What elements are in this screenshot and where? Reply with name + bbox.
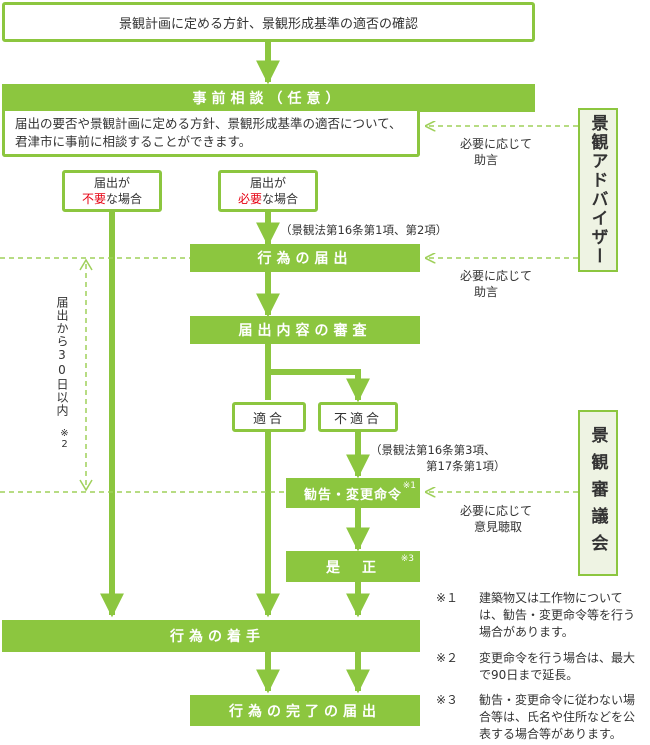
advice-3-line2: 意見聴取 bbox=[474, 520, 523, 534]
note-2-text: 変更命令を行う場合は、最大で90日まで延長。 bbox=[479, 651, 636, 682]
conform-label: 適合 bbox=[252, 411, 285, 427]
branch-not-required: 届出が 不要な場合 bbox=[62, 170, 162, 212]
law-notify-ref: （景観法第16条第1項、第2項） bbox=[280, 223, 448, 237]
advice-2-line2: 助言 bbox=[474, 285, 499, 299]
note-1: ※１ 建築物又は工作物については、勧告・変更命令等を行う場合があります。 bbox=[436, 590, 646, 641]
note-3-num: ※３ bbox=[436, 693, 459, 707]
advice-3: 必要に応じて 意見聴取 bbox=[460, 503, 532, 535]
branch-not-required-line2: 不要な場合 bbox=[82, 191, 142, 207]
adviser-box: 景観アドバイザー bbox=[578, 108, 618, 272]
correct-bar: 是 正 ※3 bbox=[286, 551, 420, 582]
notify-bar: 行為の届出 bbox=[190, 244, 420, 272]
note-3: ※３ 勧告・変更命令に従わない場合等は、氏名や住所などを公表する場合等があります… bbox=[436, 692, 646, 743]
start-label: 行為の着手 bbox=[170, 629, 265, 645]
consult-title: 事前相談（任意） bbox=[192, 91, 345, 107]
review-bar: 届出内容の審査 bbox=[190, 316, 420, 344]
conform-box: 適合 bbox=[232, 402, 306, 432]
council-label: 景観審議会 bbox=[587, 425, 608, 561]
branch-required-line2: 必要な場合 bbox=[238, 191, 298, 207]
nonconform-box: 不適合 bbox=[318, 402, 398, 432]
start-bar: 行為の着手 bbox=[2, 620, 420, 652]
branch-review bbox=[265, 344, 370, 403]
law-order-ref-1: （景観法第16条第3項、 bbox=[370, 443, 496, 457]
branch-required: 届出が 必要な場合 bbox=[218, 170, 318, 212]
consult-body: 届出の要否や景観計画に定める方針、景観形成基準の適否について、君津市に事前に相談… bbox=[15, 115, 402, 149]
deadline-arrow-bottom bbox=[79, 479, 93, 492]
advice-1-line1: 必要に応じて bbox=[460, 137, 533, 151]
correct-mark: ※3 bbox=[400, 554, 414, 564]
order-bar: 勧告・変更命令 ※1 bbox=[286, 478, 420, 508]
branch-not-required-rest: な場合 bbox=[106, 192, 143, 206]
note-2: ※２ 変更命令を行う場合は、最大で90日まで延長。 bbox=[436, 650, 646, 684]
branch-required-line1: 届出が bbox=[249, 176, 286, 190]
branch-required-emph: 必要 bbox=[237, 192, 262, 206]
consult-title-bar: 事前相談（任意） bbox=[2, 84, 535, 112]
complete-label: 行為の完了の届出 bbox=[229, 703, 381, 720]
deadline-arrow-top bbox=[79, 258, 93, 271]
adviser-label: 景観アドバイザー bbox=[587, 114, 608, 266]
advice-3-line1: 必要に応じて bbox=[460, 504, 533, 518]
consult-body-box: 届出の要否や景観計画に定める方針、景観形成基準の適否について、君津市に事前に相談… bbox=[2, 111, 420, 157]
advice-1-line2: 助言 bbox=[474, 153, 499, 167]
note-2-num: ※２ bbox=[436, 651, 459, 665]
council-box: 景観審議会 bbox=[578, 410, 618, 576]
correct-label: 是 正 bbox=[326, 559, 380, 576]
branch-not-required-line1: 届出が bbox=[93, 176, 130, 190]
note-3-text: 勧告・変更命令に従わない場合等は、氏名や住所などを公表する場合等があります。 bbox=[479, 693, 636, 741]
deadline-mark: ※2 bbox=[59, 428, 70, 450]
notify-label: 行為の届出 bbox=[257, 251, 353, 267]
branch-not-required-emph: 不要 bbox=[81, 192, 106, 206]
advice-1: 必要に応じて 助言 bbox=[460, 136, 532, 168]
order-label: 勧告・変更命令 bbox=[303, 487, 402, 503]
law-order-ref-2: 第17条第1項） bbox=[426, 459, 506, 473]
deadline-text: 届出から30日以内 bbox=[55, 296, 69, 417]
branch-required-rest: な場合 bbox=[262, 192, 299, 206]
confirm-box: 景観計画に定める方針、景観形成基準の適否の確認 bbox=[2, 2, 535, 42]
advice-2: 必要に応じて 助言 bbox=[460, 268, 532, 300]
advice-2-line1: 必要に応じて bbox=[460, 269, 533, 283]
note-1-text: 建築物又は工作物については、勧告・変更命令等を行う場合があります。 bbox=[479, 591, 636, 639]
review-label: 届出内容の審査 bbox=[238, 323, 372, 339]
order-mark: ※1 bbox=[402, 481, 416, 491]
confirm-text: 景観計画に定める方針、景観形成基準の適否の確認 bbox=[118, 16, 418, 32]
note-1-num: ※１ bbox=[436, 591, 459, 605]
nonconform-label: 不適合 bbox=[333, 411, 382, 427]
complete-bar: 行為の完了の届出 bbox=[190, 695, 420, 726]
